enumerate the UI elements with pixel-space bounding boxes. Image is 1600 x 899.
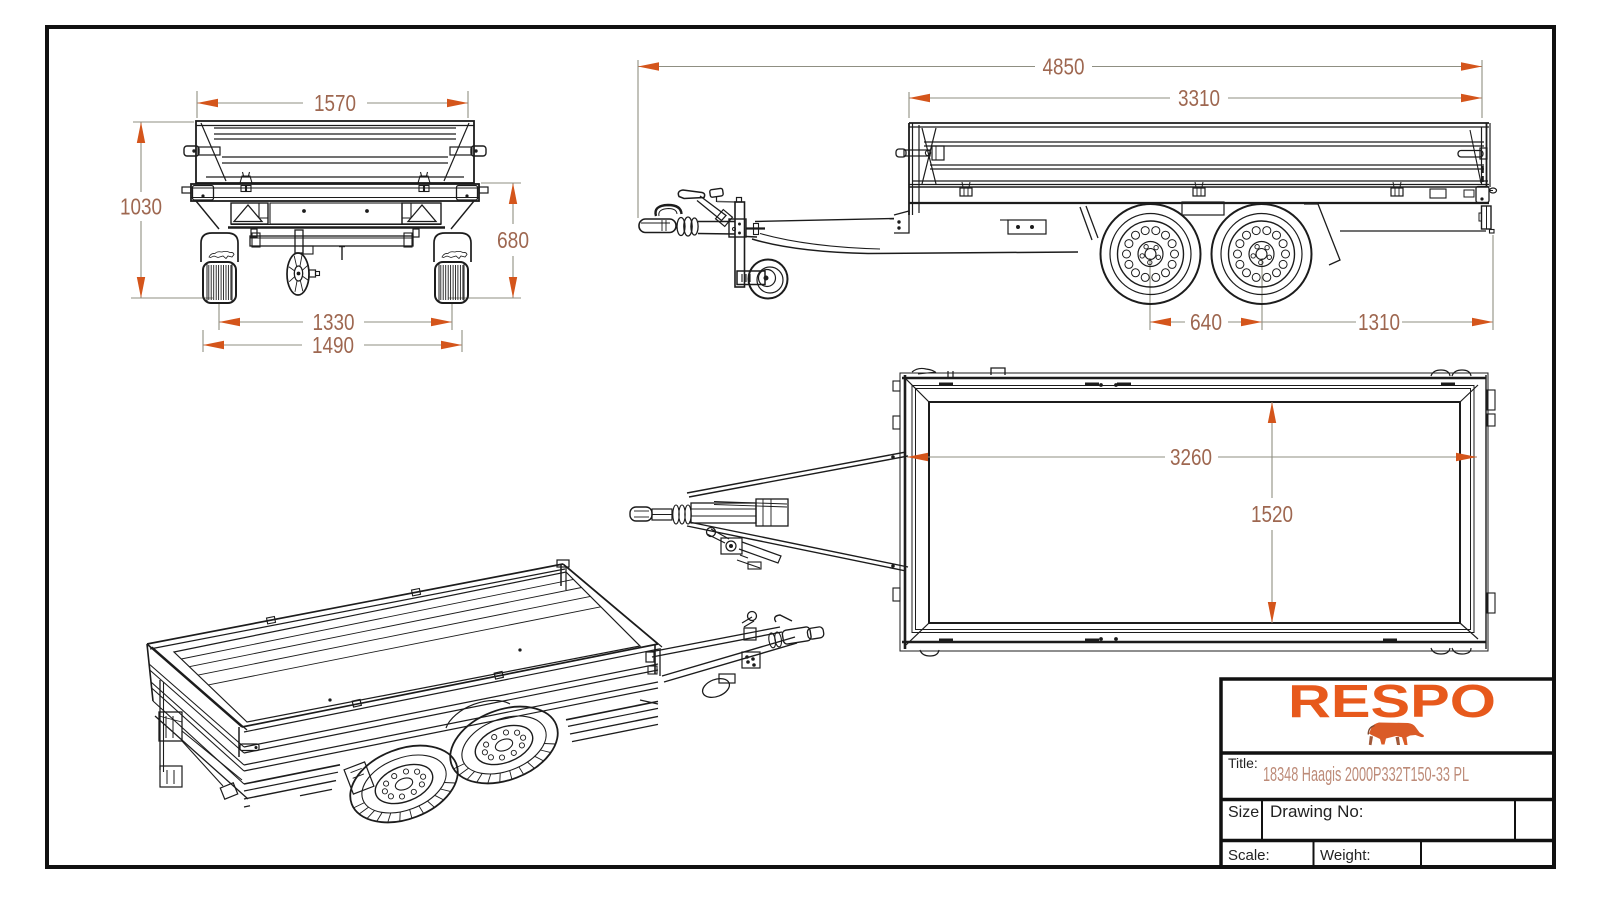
svg-text:1570: 1570 bbox=[314, 90, 356, 116]
svg-text:4850: 4850 bbox=[1043, 54, 1085, 80]
svg-text:1030: 1030 bbox=[120, 194, 162, 220]
svg-text:Size: Size bbox=[1228, 804, 1259, 821]
svg-text:Scale:: Scale: bbox=[1228, 847, 1270, 864]
svg-text:Title:: Title: bbox=[1228, 755, 1258, 771]
svg-text:Drawing No:: Drawing No: bbox=[1270, 802, 1364, 821]
svg-text:3260: 3260 bbox=[1170, 444, 1212, 470]
svg-text:640: 640 bbox=[1190, 309, 1222, 335]
svg-text:18348 Haagis 2000P332T150-33 P: 18348 Haagis 2000P332T150-33 PL bbox=[1263, 764, 1469, 786]
svg-text:Weight:: Weight: bbox=[1320, 847, 1371, 864]
svg-text:1330: 1330 bbox=[313, 309, 355, 335]
svg-text:1310: 1310 bbox=[1358, 309, 1400, 335]
svg-text:3310: 3310 bbox=[1178, 85, 1220, 111]
svg-text:1520: 1520 bbox=[1251, 501, 1293, 527]
svg-text:680: 680 bbox=[497, 227, 529, 253]
svg-text:1490: 1490 bbox=[312, 332, 354, 358]
svg-text:RESPO: RESPO bbox=[1288, 675, 1496, 727]
